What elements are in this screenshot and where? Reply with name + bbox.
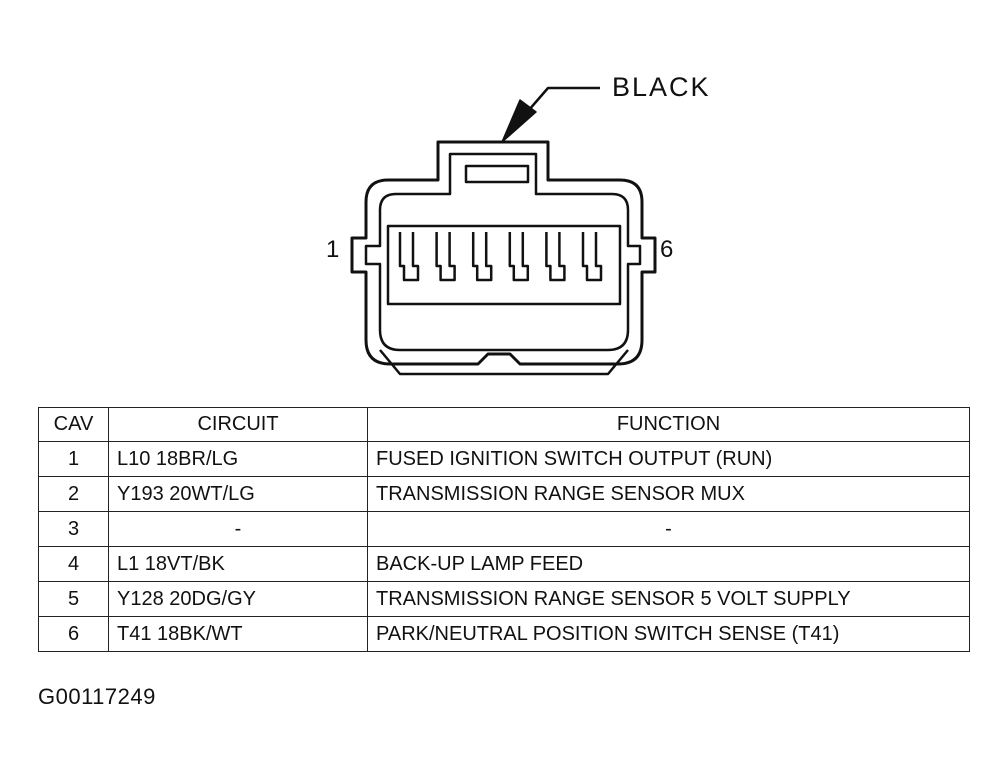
terminal-6 [581,232,603,282]
cell-circuit: L1 18VT/BK [108,546,368,582]
cell-cav: 2 [38,476,109,512]
header-cav: CAV [38,407,109,442]
terminal-4 [508,232,530,282]
cell-function: PARK/NEUTRAL POSITION SWITCH SENSE (T41) [367,616,970,652]
header-circuit: CIRCUIT [108,407,368,442]
table-row: 2 Y193 20WT/LG TRANSMISSION RANGE SENSOR… [38,476,970,512]
connector-color-label: BLACK [612,72,711,102]
cell-cav: 1 [38,441,109,477]
pin-6-label: 6 [660,236,675,263]
cell-cav: 6 [38,616,109,652]
cell-circuit: Y128 20DG/GY [108,581,368,617]
cell-function: TRANSMISSION RANGE SENSOR 5 VOLT SUPPLY [367,581,970,617]
leader-arrowhead [501,99,537,143]
cell-cav: 5 [38,581,109,617]
table-row: 3 - - [38,511,970,547]
terminal-2 [435,232,456,282]
table-row: 6 T41 18BK/WT PARK/NEUTRAL POSITION SWIT… [38,616,970,652]
cell-circuit: L10 18BR/LG [108,441,368,477]
table-row: 5 Y128 20DG/GY TRANSMISSION RANGE SENSOR… [38,581,970,617]
cell-function: BACK-UP LAMP FEED [367,546,970,582]
header-function: FUNCTION [367,407,970,442]
figure-id: G00117249 [38,684,156,709]
cell-function: TRANSMISSION RANGE SENSOR MUX [367,476,970,512]
terminal-3 [471,232,493,282]
cell-cav: 4 [38,546,109,582]
cell-function: - [367,511,970,547]
table-row: 1 L10 18BR/LG FUSED IGNITION SWITCH OUTP… [38,441,970,477]
housing-inner [364,152,642,352]
pin-1-label: 1 [326,236,341,263]
cell-cav: 3 [38,511,109,547]
cell-circuit: T41 18BK/WT [108,616,368,652]
table-row: 4 L1 18VT/BK BACK-UP LAMP FEED [38,546,970,582]
terminal-block [386,224,622,306]
cell-function: FUSED IGNITION SWITCH OUTPUT (RUN) [367,441,970,477]
terminal-1 [398,232,420,282]
table-header-row: CAV CIRCUIT FUNCTION [38,407,970,442]
terminal-5 [545,232,566,282]
housing-outer [350,140,657,366]
cell-circuit: Y193 20WT/LG [108,476,368,512]
latch-window [464,164,530,184]
connector-face-diagram [350,86,657,376]
bottom-rail [379,349,629,376]
cell-circuit: - [108,511,368,547]
pinout-table: CAV CIRCUIT FUNCTION 1 L10 18BR/LG FUSED… [38,407,970,652]
